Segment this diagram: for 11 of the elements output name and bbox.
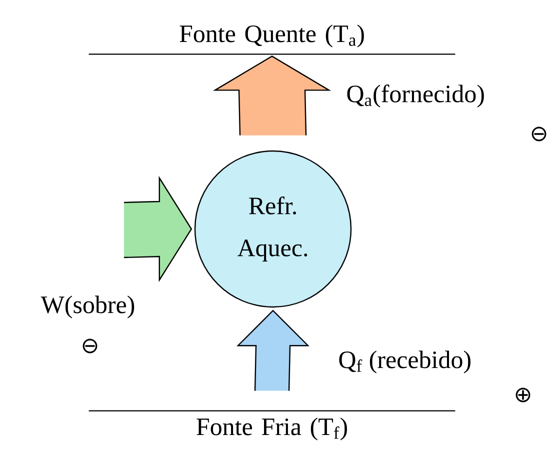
block-arrow [236,310,310,392]
sign-symbol: ⊖ [532,126,546,142]
edge-label: W(sobre) [40,296,134,318]
edge-label: Q$_{f}$ (recebido) [339,350,470,374]
edge-label: Q$_{a}$(fornecido) [347,84,484,108]
reservoir-label: Fonte Fria (T$_{f}$) [88,410,456,440]
sign-symbol: ⊖ [82,338,98,354]
reservoir-label: Fonte Quente (T$_{a}$) [88,24,456,55]
block-arrow [212,56,332,136]
block-arrow [123,176,192,282]
sign-symbol: ⊕ [516,388,530,402]
